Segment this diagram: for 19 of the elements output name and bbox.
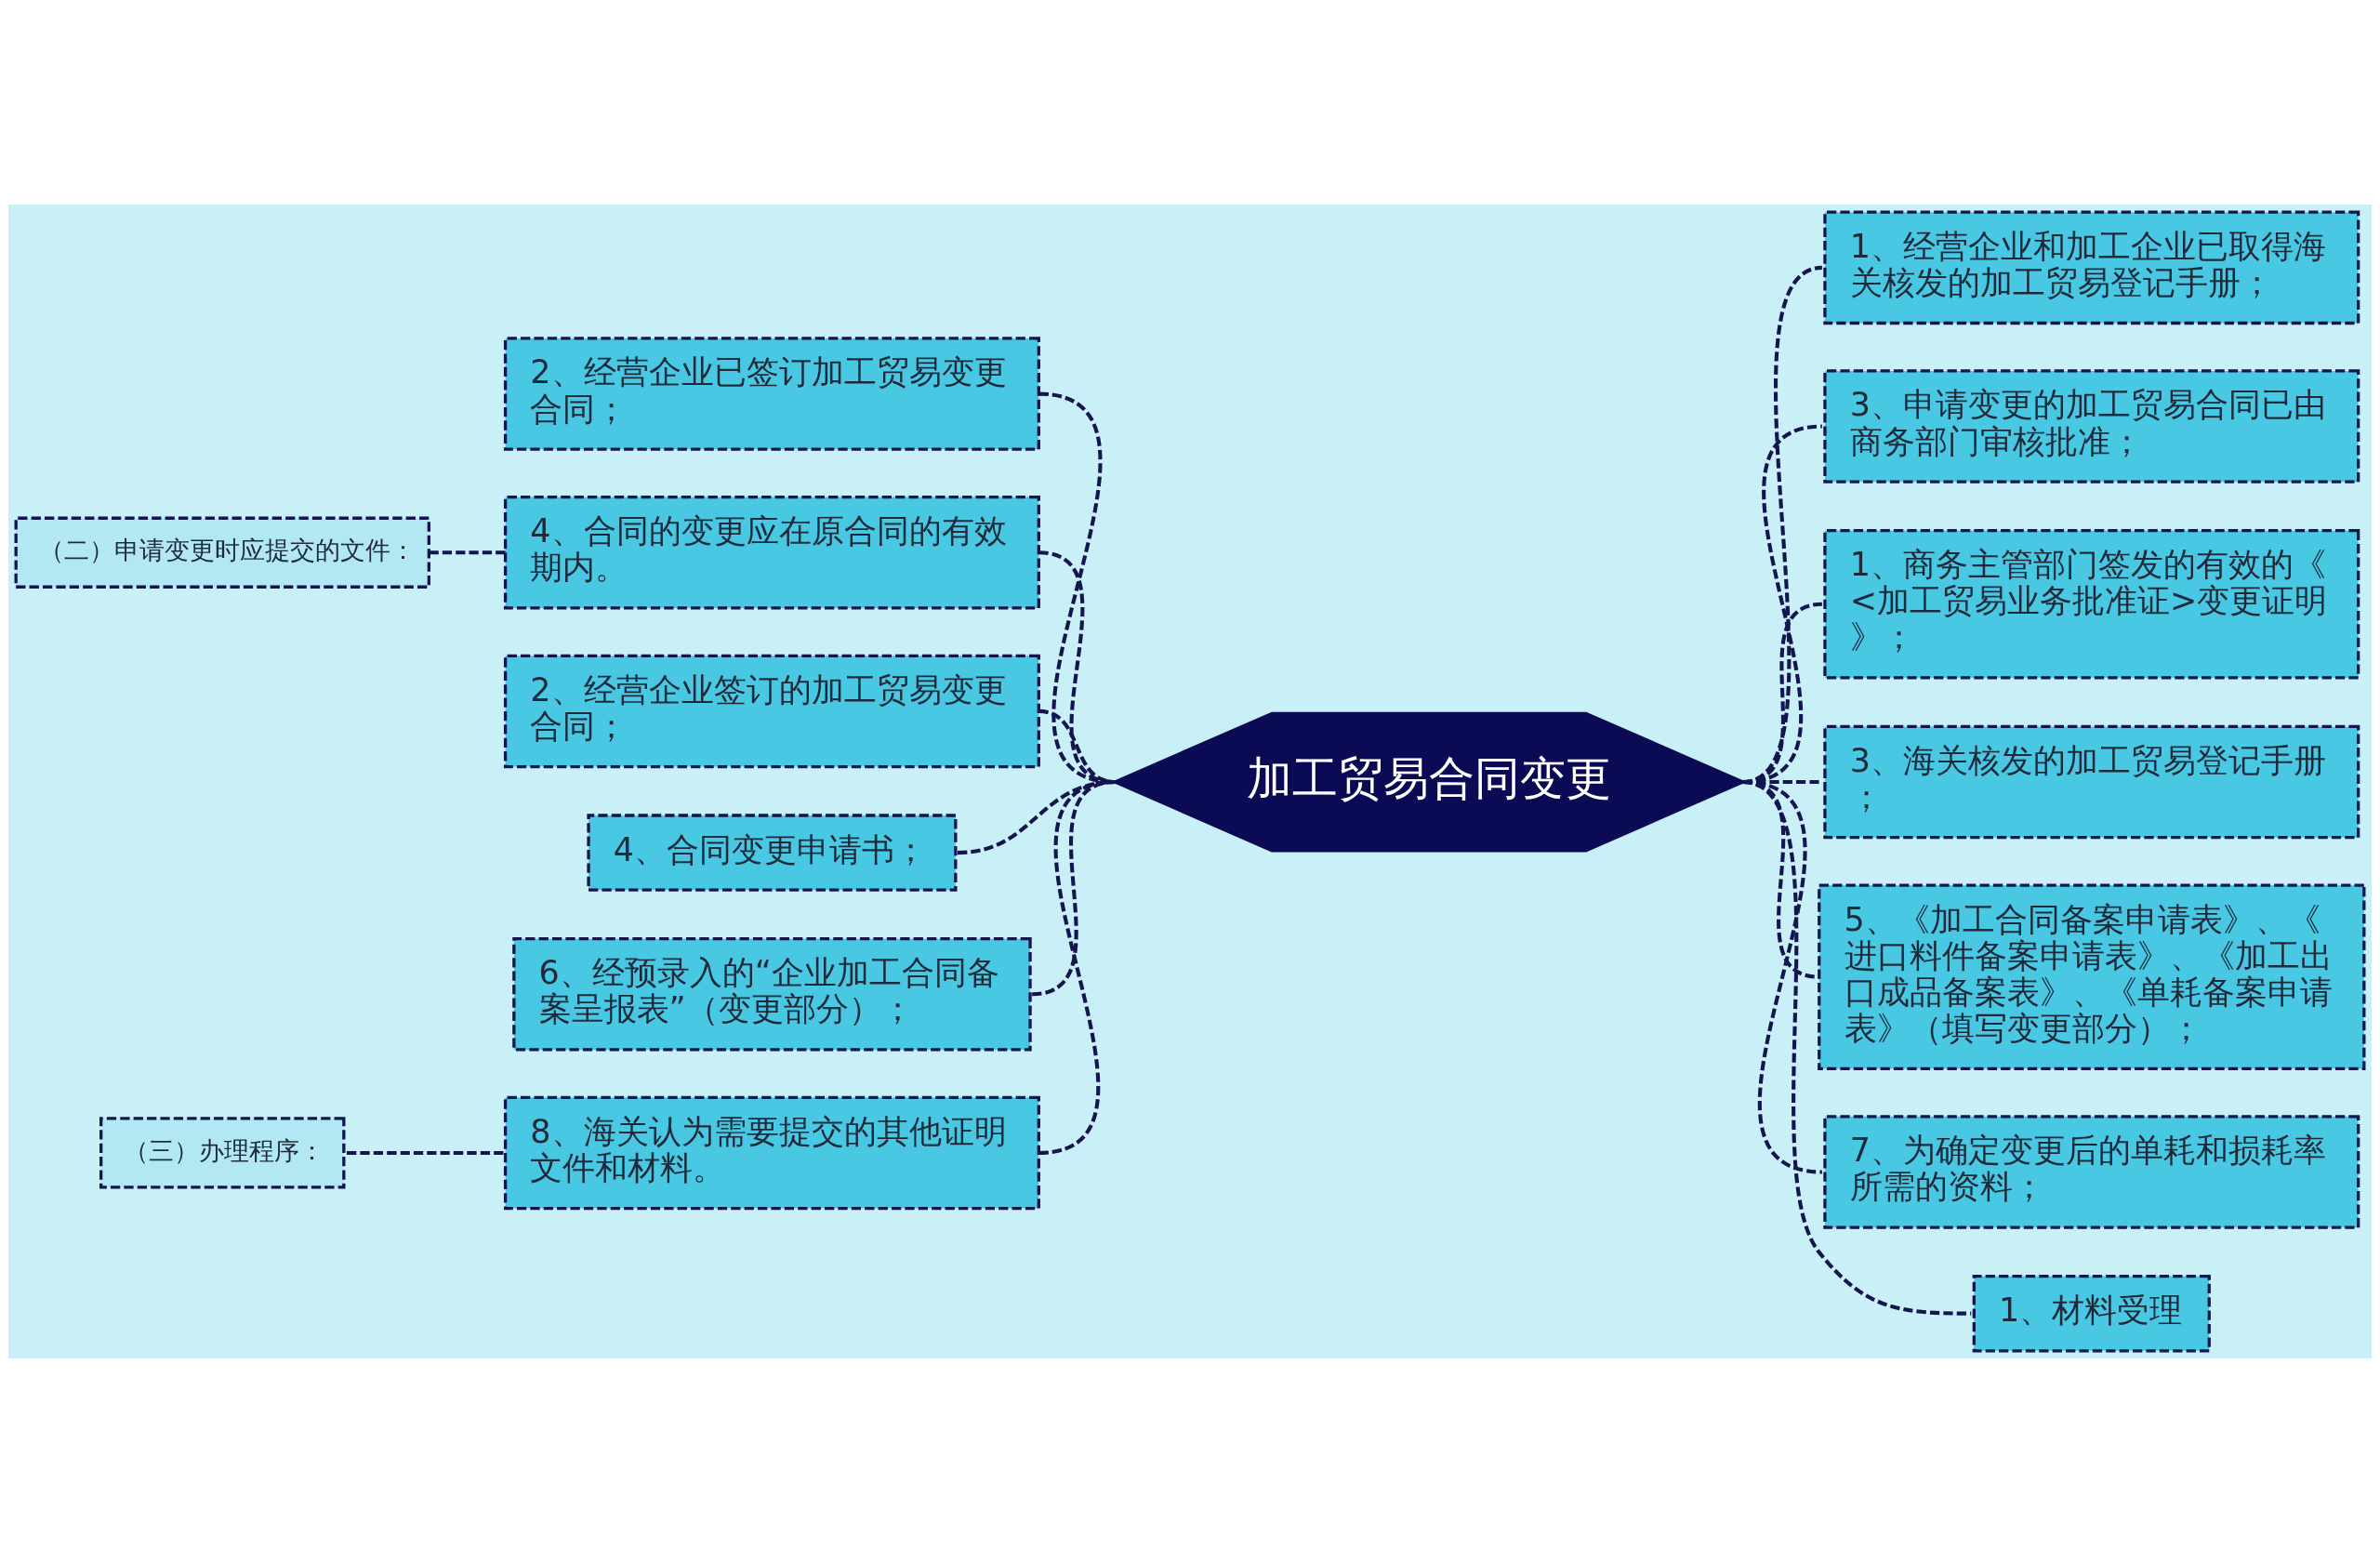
node-box: 4、合同变更申请书； [587, 814, 958, 892]
connector [429, 550, 506, 555]
node-box: 6、经预录入的“企业加工合同备案呈报表”（变更部分）； [512, 937, 1032, 1052]
node-box: 2、经营企业已签订加工贸易变更合同； [503, 337, 1040, 451]
node-box: 3、申请变更的加工贸易合同已由商务部门审核批准； [1823, 369, 2360, 483]
node-box: 3、海关核发的加工贸易登记手册； [1823, 724, 2360, 840]
node-box: 7、为确定变更后的单耗和损耗率所需的资料； [1823, 1115, 2360, 1229]
node-box: （三）办理程序： [99, 1117, 346, 1189]
connector [346, 1150, 506, 1155]
node-box: 1、材料受理 [1972, 1274, 2211, 1353]
node-box: 5、《加工合同备案申请表》、《进口料件备案申请表》、《加工出口成品备案表》、《单耗备案申请表》（填写变更部分）； [1818, 883, 2366, 1071]
node-box: 4、合同的变更应在原合同的有效期内。 [503, 495, 1040, 610]
connector [1038, 780, 1116, 1155]
connector [1741, 780, 1972, 1316]
node-box: 1、商务主管部门签发的有效的《<加工贸易业务批准证>变更证明》； [1823, 528, 2360, 680]
node-box: （二）申请变更时应提交的文件： [14, 516, 430, 589]
node-box: 2、经营企业签订的加工贸易变更合同； [503, 654, 1040, 769]
node-box: 1、经营企业和加工企业已取得海关核发的加工贸易登记手册； [1823, 210, 2360, 325]
node-box: 8、海关认为需要提交的其他证明文件和材料。 [503, 1095, 1040, 1211]
